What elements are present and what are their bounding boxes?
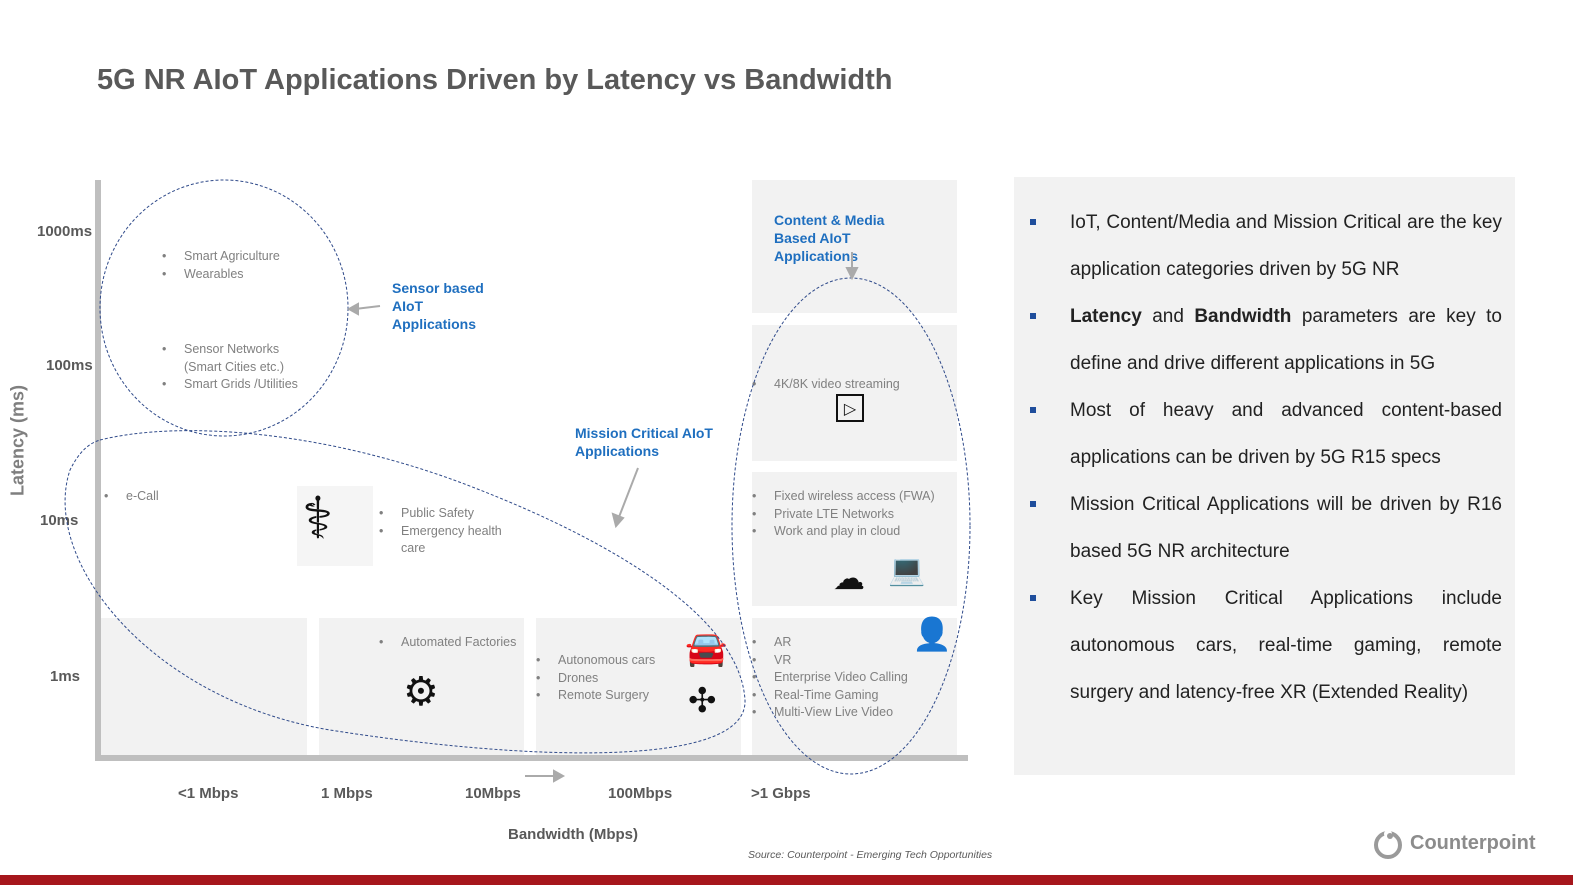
- list-item: Drones: [536, 670, 655, 688]
- list-item: Automated Factories: [379, 634, 516, 652]
- xr-list: AR VR Enterprise Video Calling Real-Time…: [752, 634, 908, 722]
- sensor-list-a: Smart Agriculture Wearables: [162, 248, 280, 283]
- counterpoint-logo: Counterpoint: [1372, 826, 1536, 860]
- x-axis-label: Bandwidth (Mbps): [508, 826, 638, 843]
- y-axis-line: [95, 180, 101, 760]
- mission-arrow: [618, 467, 639, 518]
- list-item: Work and play in cloud: [752, 523, 935, 541]
- list-item: 4K/8K video streaming: [752, 376, 900, 394]
- key-points-panel: IoT, Content/Media and Mission Critical …: [1014, 177, 1515, 775]
- footer-bar: [0, 875, 1573, 885]
- list-item: AR: [752, 634, 908, 652]
- logo-text: Counterpoint: [1410, 831, 1536, 854]
- category-content-media: Content & Media Based AIoT Applications: [774, 212, 885, 264]
- list-item: Wearables: [162, 266, 280, 284]
- list-item: Enterprise Video Calling: [752, 669, 908, 687]
- category-sensor: Sensor based AIoT Applications: [392, 280, 484, 332]
- source-note: Source: Counterpoint - Emerging Tech Opp…: [748, 849, 993, 861]
- list-item: Multi-View Live Video: [752, 704, 908, 722]
- x-tick: >1 Gbps: [751, 785, 811, 802]
- list-item: Smart Grids /Utilities: [162, 376, 312, 394]
- list-item: e-Call: [104, 488, 159, 506]
- x-tick: 1 Mbps: [321, 785, 373, 802]
- ecall-list: e-Call: [104, 488, 159, 506]
- key-point: Key Mission Critical Applications includ…: [1030, 575, 1502, 716]
- list-item: Private LTE Networks: [752, 506, 935, 524]
- x-axis-line: [95, 755, 968, 761]
- list-item: Autonomous cars: [536, 652, 655, 670]
- key-point: IoT, Content/Media and Mission Critical …: [1030, 199, 1502, 293]
- x-tick: <1 Mbps: [178, 785, 239, 802]
- cell-lt1mbps-1ms: [101, 618, 307, 755]
- list-item: Real-Time Gaming: [752, 687, 908, 705]
- sensor-ellipse: [99, 179, 349, 437]
- y-tick: 100ms: [46, 357, 93, 374]
- logo-mark-icon: [1374, 830, 1402, 859]
- video-list: 4K/8K video streaming: [752, 376, 900, 394]
- y-axis-label: Latency (ms): [7, 384, 28, 497]
- public-safety-list: Public Safety Emergency health care: [379, 505, 509, 558]
- key-point: Latency and Bandwidth parameters are key…: [1030, 293, 1502, 387]
- drone-icon: ✣: [688, 682, 717, 720]
- list-item: Fixed wireless access (FWA): [752, 488, 935, 506]
- key-point: Mission Critical Applications will be dr…: [1030, 481, 1502, 575]
- list-item: Public Safety: [379, 505, 509, 523]
- list-item: Sensor Networks (Smart Cities etc.): [162, 341, 312, 376]
- y-tick: 1000ms: [37, 223, 93, 240]
- robot-arm-icon: ⚙: [403, 670, 439, 714]
- cloud-upload-icon: ☁: [833, 560, 865, 596]
- video-play-icon: ▷: [836, 394, 864, 422]
- sensor-list-b: Sensor Networks (Smart Cities etc.) Smar…: [162, 341, 312, 394]
- key-point: Most of heavy and advanced content-based…: [1030, 387, 1502, 481]
- x-tick: 100Mbps: [608, 785, 673, 802]
- vr-headset-icon: 👤: [912, 616, 952, 652]
- list-item: Emergency health care: [379, 523, 509, 558]
- list-item: VR: [752, 652, 908, 670]
- connected-car-icon: 🚘: [685, 630, 728, 668]
- y-tick: 10ms: [40, 512, 79, 529]
- factories-list: Automated Factories: [379, 634, 516, 652]
- y-tick: 1ms: [50, 668, 81, 685]
- surgery-icon: ⚕: [302, 486, 334, 551]
- autonomous-list: Autonomous cars Drones Remote Surgery: [536, 652, 655, 705]
- x-tick: 10Mbps: [465, 785, 521, 802]
- fwa-list: Fixed wireless access (FWA) Private LTE …: [752, 488, 935, 541]
- list-item: Smart Agriculture: [162, 248, 280, 266]
- page-title: 5G NR AIoT Applications Driven by Latenc…: [97, 64, 893, 96]
- sensor-arrow: [354, 305, 381, 310]
- category-mission-critical: Mission Critical AIoT Applications: [575, 425, 713, 459]
- list-item: Remote Surgery: [536, 687, 655, 705]
- devices-wifi-icon: 💻: [888, 554, 926, 587]
